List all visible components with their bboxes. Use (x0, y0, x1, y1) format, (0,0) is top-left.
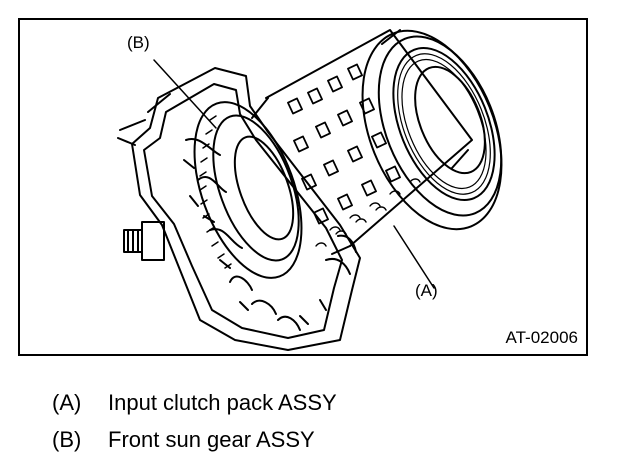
legend: (A) Input clutch pack ASSY (B) Front sun… (52, 384, 337, 458)
front-sun-gear (193, 101, 303, 279)
leader-a (393, 225, 435, 289)
housing-plate (117, 67, 361, 351)
transmission-drawing (117, 29, 503, 351)
callout-a: (A) (415, 281, 438, 300)
input-clutch-drum (251, 29, 503, 255)
diagram-figure: (B) (A) AT-02006 (18, 18, 588, 356)
legend-item: (B) Front sun gear ASSY (52, 421, 337, 458)
legend-text: Input clutch pack ASSY (108, 389, 337, 415)
spline-ring (397, 53, 491, 195)
legend-key: (B) (52, 426, 82, 452)
figure-code: AT-02006 (505, 328, 578, 347)
legend-text: Front sun gear ASSY (108, 426, 315, 452)
legend-key: (A) (52, 389, 82, 415)
legend-item: (A) Input clutch pack ASSY (52, 384, 337, 421)
leader-b (153, 59, 217, 129)
shaft-stub (123, 221, 165, 261)
callout-b: (B) (127, 33, 150, 52)
